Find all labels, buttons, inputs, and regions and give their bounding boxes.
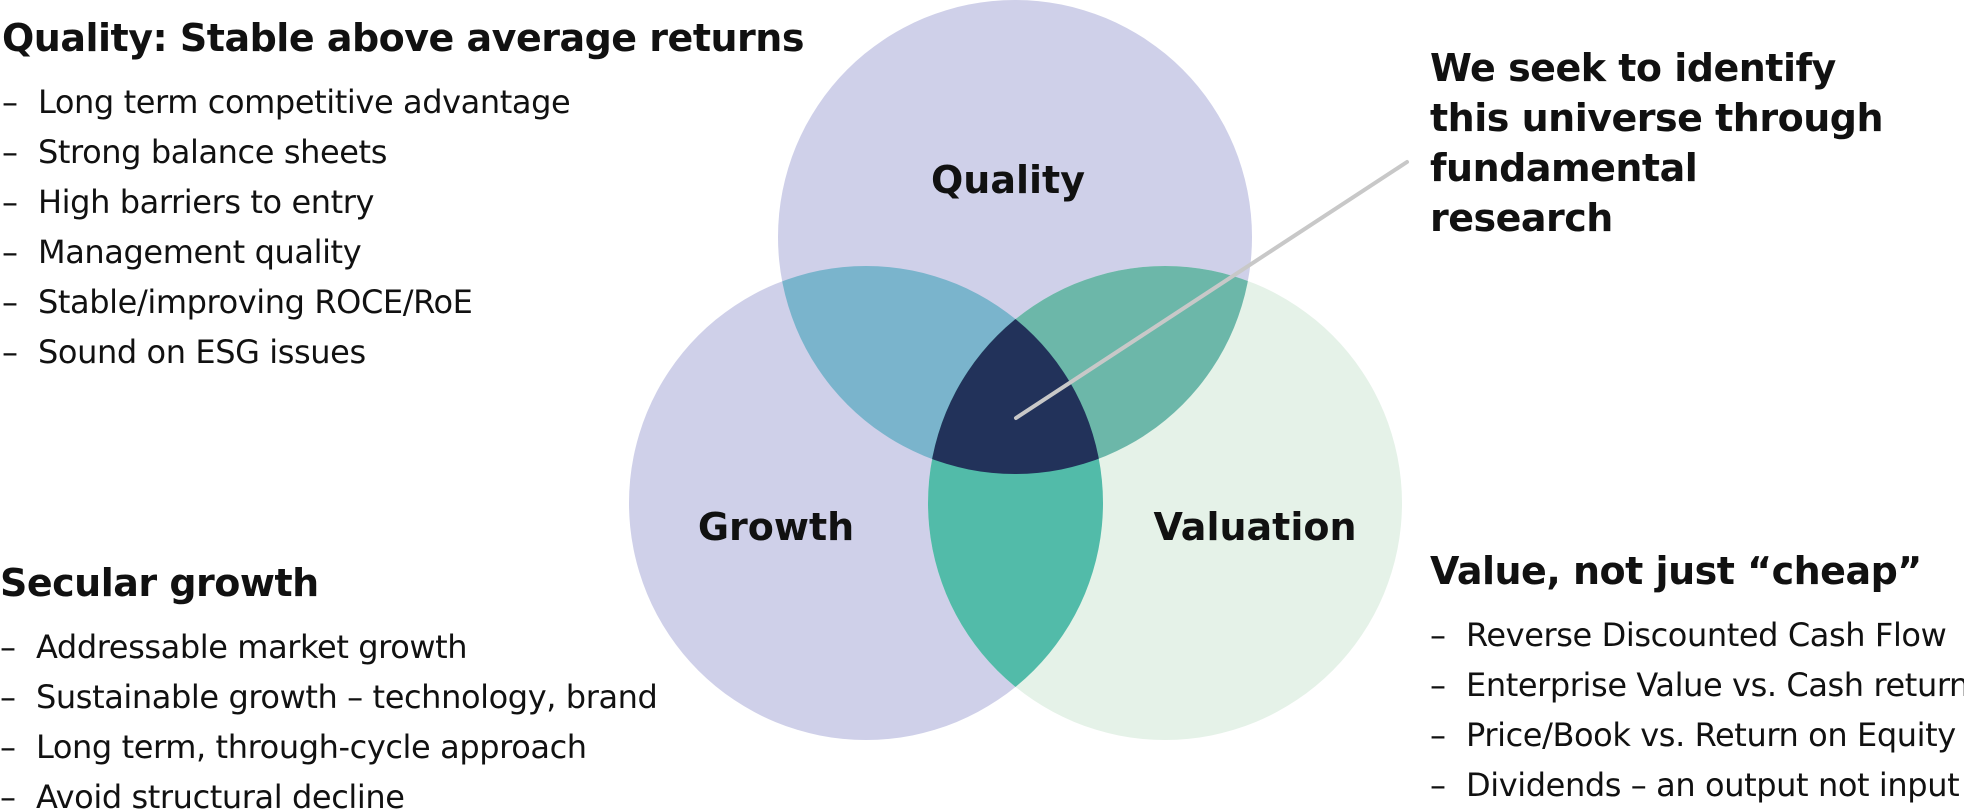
quality-heading: Quality: Stable above average returns bbox=[2, 16, 804, 60]
dash-bullet: – bbox=[0, 678, 16, 716]
quality-criteria: Quality: Stable above average returns –L… bbox=[2, 15, 804, 377]
list-item: –Sustainable growth – technology, brand bbox=[0, 672, 658, 722]
list-item: –Avoid structural decline bbox=[0, 772, 657, 811]
research-note-line: fundamental bbox=[1430, 146, 1698, 190]
list-item-text: Avoid structural decline bbox=[36, 778, 405, 811]
list-item: –Enterprise Value vs. Cash returns bbox=[1430, 660, 1964, 710]
growth-criteria: Secular growth –Addressable market growt… bbox=[0, 560, 658, 811]
dash-bullet: – bbox=[0, 728, 16, 766]
dash-bullet: – bbox=[1430, 666, 1446, 704]
list-item-text: Sustainable growth – technology, brand bbox=[36, 678, 658, 716]
quality-list: –Long term competitive advantage–Strong … bbox=[2, 77, 804, 377]
list-item-text: Reverse Discounted Cash Flow bbox=[1466, 616, 1947, 654]
list-item-text: High barriers to entry bbox=[38, 183, 375, 221]
valuation-label: Valuation bbox=[1153, 505, 1356, 549]
dash-bullet: – bbox=[2, 183, 18, 221]
center-overlap bbox=[928, 266, 1103, 474]
quality-label: Quality bbox=[931, 158, 1085, 202]
list-item: –Strong balance sheets bbox=[2, 127, 804, 177]
dash-bullet: – bbox=[2, 333, 18, 371]
list-item-text: Management quality bbox=[38, 233, 362, 271]
valuation-criteria: Value, not just “cheap” –Reverse Discoun… bbox=[1430, 548, 1964, 810]
list-item: –Dividends – an output not input bbox=[1430, 760, 1964, 810]
dash-bullet: – bbox=[0, 628, 16, 666]
valuation-heading: Value, not just “cheap” bbox=[1430, 549, 1922, 593]
dash-bullet: – bbox=[2, 83, 18, 121]
list-item: –Management quality bbox=[2, 227, 804, 277]
list-item-text: Dividends – an output not input bbox=[1466, 766, 1960, 804]
list-item: –Addressable market growth bbox=[0, 622, 657, 672]
dash-bullet: – bbox=[1430, 616, 1446, 654]
list-item-text: Price/Book vs. Return on Equity bbox=[1466, 716, 1956, 754]
list-item-text: Strong balance sheets bbox=[38, 133, 387, 171]
dash-bullet: – bbox=[2, 283, 18, 321]
growth-label: Growth bbox=[698, 505, 854, 549]
pointer-line bbox=[1014, 160, 1409, 420]
list-item-text: Long term, through-cycle approach bbox=[36, 728, 587, 766]
research-note-line: research bbox=[1430, 196, 1613, 240]
list-item-text: Long term competitive advantage bbox=[38, 83, 571, 121]
list-item: –Long term competitive advantage bbox=[2, 77, 804, 127]
dash-bullet: – bbox=[0, 778, 16, 811]
list-item-text: Sound on ESG issues bbox=[38, 333, 366, 371]
dash-bullet: – bbox=[2, 233, 18, 271]
research-note-line: this universe through bbox=[1430, 96, 1884, 140]
valuation-list: –Reverse Discounted Cash Flow–Enterprise… bbox=[1430, 610, 1964, 810]
list-item-text: Enterprise Value vs. Cash returns bbox=[1466, 666, 1964, 704]
dash-bullet: – bbox=[1430, 716, 1446, 754]
research-note-line: We seek to identify bbox=[1430, 46, 1836, 90]
dash-bullet: – bbox=[1430, 766, 1446, 804]
list-item-text: Addressable market growth bbox=[36, 628, 468, 666]
dash-bullet: – bbox=[2, 133, 18, 171]
list-item: –Stable/improving ROCE/RoE bbox=[2, 277, 804, 327]
list-item-text: Stable/improving ROCE/RoE bbox=[38, 283, 473, 321]
growth-heading: Secular growth bbox=[0, 561, 319, 605]
growth-list: –Addressable market growth–Sustainable g… bbox=[0, 622, 658, 811]
list-item: –High barriers to entry bbox=[2, 177, 804, 227]
list-item: –Reverse Discounted Cash Flow bbox=[1430, 610, 1964, 660]
list-item: –Sound on ESG issues bbox=[2, 327, 804, 377]
list-item: –Long term, through-cycle approach bbox=[0, 722, 657, 772]
research-note: We seek to identify this universe throug… bbox=[1430, 43, 1884, 243]
list-item: –Price/Book vs. Return on Equity bbox=[1430, 710, 1964, 760]
